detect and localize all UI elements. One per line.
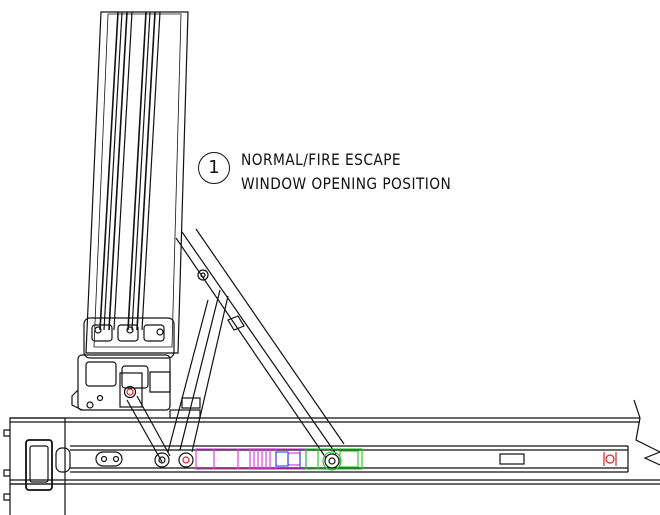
- magenta-slider-shoe: [195, 448, 307, 470]
- green-slider-shoe: [305, 448, 363, 471]
- long-stay-arm: [175, 228, 345, 469]
- callout-number-badge: 1: [198, 152, 230, 184]
- short-stay-arms: [126, 289, 229, 468]
- open-sash-profile: [71, 11, 189, 411]
- callout-label-line-1: NORMAL/FIRE ESCAPE: [241, 150, 402, 169]
- callout-label-line-2: WINDOW OPENING POSITION: [241, 174, 452, 193]
- blue-connector: [275, 449, 301, 469]
- outer-frame-track: [3, 399, 660, 515]
